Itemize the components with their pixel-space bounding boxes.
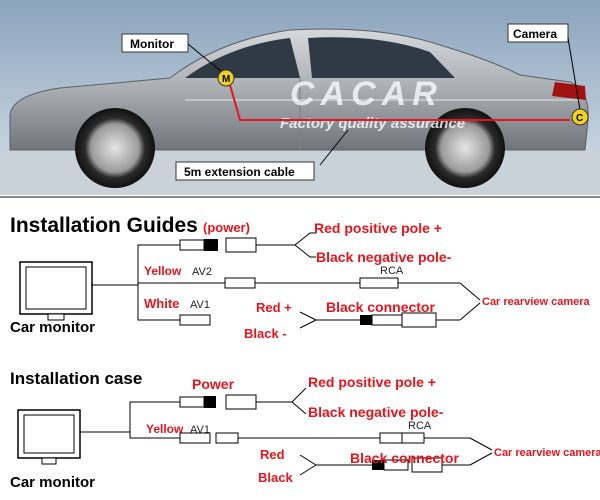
monitor-marker-letter: M xyxy=(222,74,230,85)
av2-connector xyxy=(224,277,460,289)
power-split-black xyxy=(294,244,316,258)
front-window xyxy=(185,38,300,78)
guides-power-label: (power) xyxy=(203,220,250,235)
guides-black-minus: Black - xyxy=(244,326,287,341)
black-connector xyxy=(316,312,460,328)
guides-car-rearview-camera: Car rearview camera xyxy=(482,296,591,308)
case-red-label: Red xyxy=(260,447,285,462)
case-monitor-branch xyxy=(129,401,180,439)
guides-car-monitor-label: Car monitor xyxy=(10,319,95,336)
case-power-split-red xyxy=(291,387,307,403)
case-black-connector: Black connector xyxy=(350,450,459,466)
case-camera-power-split-black xyxy=(299,464,317,476)
guides-av1-label: AV1 xyxy=(190,299,210,311)
case-yellow-label: Yellow xyxy=(146,422,184,436)
power-connector xyxy=(179,237,295,253)
case-title: Installation case xyxy=(10,369,142,388)
guides-red-plus: Red + xyxy=(256,300,292,315)
case-black-connector xyxy=(316,457,470,473)
camera-marker-letter: C xyxy=(576,113,583,124)
av1-connector xyxy=(179,314,211,326)
installation-guides: Installation Guides (power) Car monitor … xyxy=(10,214,591,341)
camera-label: Camera xyxy=(513,27,557,41)
installation-case: Installation case Power Car monitor Red … xyxy=(10,369,600,491)
case-car-monitor-label: Car monitor xyxy=(10,474,95,491)
cable-label: 5m extension cable xyxy=(184,165,295,179)
guides-white-label: White xyxy=(144,296,179,311)
camera-merge-bottom xyxy=(459,302,481,321)
camera-leader xyxy=(567,37,581,111)
case-red-positive: Red positive pole + xyxy=(308,374,436,390)
case-rca-label: RCA xyxy=(408,420,432,432)
case-power-connector xyxy=(179,394,292,410)
watermark-tagline: Factory quality assurance xyxy=(280,115,465,132)
watermark-brand: CACAR xyxy=(290,75,443,113)
cable-route xyxy=(227,77,570,121)
guides-title: Installation Guides xyxy=(10,214,198,237)
camera-power-split-red xyxy=(299,311,317,321)
camera-merge-top xyxy=(459,282,481,301)
case-black-negative: Black negative pole- xyxy=(308,404,444,420)
guides-yellow-label: Yellow xyxy=(144,264,182,278)
case-car-rearview-camera: Car rearview camera xyxy=(494,447,600,459)
car-photo: CACAR Factory quality assurance Monitor … xyxy=(0,0,600,195)
case-power-label: Power xyxy=(192,376,235,392)
case-av1-connector xyxy=(179,432,470,444)
case-camera-merge-bottom xyxy=(469,452,493,466)
cable-leader xyxy=(319,129,349,166)
rear-window xyxy=(308,37,455,78)
monitor-marker-icon xyxy=(217,69,235,87)
rear-wheel xyxy=(425,108,505,188)
case-car-monitor-icon xyxy=(17,409,81,465)
camera-label-box xyxy=(507,23,569,43)
power-split-red xyxy=(294,232,316,246)
monitor-label: Monitor xyxy=(130,37,174,51)
car-monitor-icon xyxy=(19,261,93,321)
case-black-label: Black xyxy=(258,470,293,485)
guides-av2-label: AV2 xyxy=(192,266,212,278)
guides-black-connector: Black connector xyxy=(326,299,435,315)
cable-label-box xyxy=(175,161,315,181)
guides-black-negative: Black negative pole- xyxy=(316,249,452,265)
guides-rca-label: RCA xyxy=(380,265,404,277)
case-power-split-black xyxy=(291,401,307,415)
front-wheel xyxy=(75,108,155,188)
guides-red-positive: Red positive pole + xyxy=(314,220,442,236)
monitor-label-box xyxy=(121,33,189,53)
camera-marker-icon xyxy=(571,108,589,126)
camera-power-split-black xyxy=(299,319,317,329)
case-camera-power-split-red xyxy=(299,454,317,466)
case-camera-merge-top xyxy=(469,437,493,451)
monitor-leader xyxy=(187,43,223,73)
